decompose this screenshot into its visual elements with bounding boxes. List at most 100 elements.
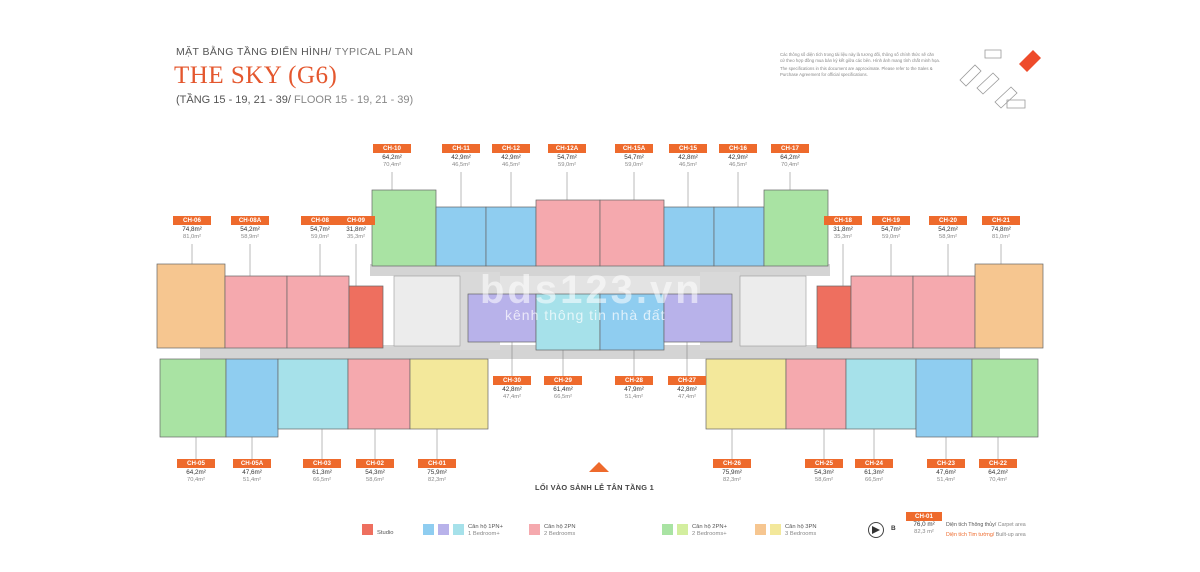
built-up-area: 70,4m² <box>186 477 206 483</box>
unit-ch-22 <box>971 358 1039 438</box>
studio-swatch <box>362 524 373 535</box>
unit-ch-20 <box>912 275 976 349</box>
unit-id: CH-18 <box>824 216 862 225</box>
carpet-area: 42,9m² <box>451 154 471 161</box>
carpet-area: 42,8m² <box>678 154 698 161</box>
key-map-icon <box>959 49 1041 109</box>
plan-subtitle-vi: MẶT BẰNG TẦNG ĐIỂN HÌNH/ <box>176 46 332 58</box>
built-up-area: 59,0m² <box>881 234 901 240</box>
carpet-area: 54,7m² <box>881 226 901 233</box>
carpet-area: 42,8m² <box>502 386 522 393</box>
unit-id: CH-24 <box>855 459 893 468</box>
unit-ch-26 <box>705 358 787 430</box>
carpet-area: 31,8m² <box>346 226 366 233</box>
carpet-area: 42,9m² <box>728 154 748 161</box>
unit-id: CH-20 <box>929 216 967 225</box>
unit-ch-15a <box>599 199 665 267</box>
floors-range: (TẦNG 15 - 19, 21 - 39/ FLOOR 15 - 19, 2… <box>176 94 413 106</box>
entrance-arrow-icon <box>589 462 609 472</box>
built-up-area: 47,4m² <box>502 394 522 400</box>
built-up-area: 70,4m² <box>382 162 402 168</box>
unit-ch-25 <box>785 358 847 430</box>
carpet-area-legend-vi: Diện tích Thông thủy/ <box>946 522 997 528</box>
built-up-area: 70,4m² <box>988 477 1008 483</box>
unit-ch-08a <box>224 275 288 349</box>
unit-id: CH-21 <box>982 216 1020 225</box>
unit-ch-18 <box>816 285 852 349</box>
disclaimer-en: The specifications in this document are … <box>780 66 933 77</box>
carpet-area-legend-en: Carpet area <box>996 522 1026 528</box>
unit-ch-21 <box>974 263 1044 349</box>
built-up-area: 58,6m² <box>814 477 834 483</box>
built-up-area: 47,4m² <box>677 394 697 400</box>
legend-1br-vi: Căn hộ 1PN+ <box>468 524 503 530</box>
unit-ch-12a <box>535 199 601 267</box>
unit-id: CH-22 <box>979 459 1017 468</box>
carpet-area: 64,2m² <box>186 469 206 476</box>
carpet-area: 61,4m² <box>553 386 573 393</box>
carpet-area: 54,7m² <box>310 226 330 233</box>
unit-ch-19 <box>850 275 914 349</box>
built-up-area: 58,6m² <box>365 477 385 483</box>
built-up-area-legend: Diện tích Tim tường/ Built-up area <box>946 532 1026 538</box>
unit-id: CH-05A <box>233 459 271 468</box>
unit-id: CH-01 <box>418 459 456 468</box>
carpet-area: 42,9m² <box>501 154 521 161</box>
legend-2brplus-en: 2 Bedrooms+ <box>692 530 727 537</box>
carpet-area-legend: Diện tích Thông thủy/ Carpet area <box>946 522 1026 528</box>
floors-en: FLOOR 15 - 19, 21 - 39) <box>290 94 414 106</box>
carpet-area: 74,8m² <box>182 226 202 233</box>
lift-lobby <box>500 276 700 294</box>
built-up-area: 66,5m² <box>553 394 573 400</box>
unit-id: CH-12A <box>548 144 586 153</box>
unit-ch-23 <box>915 358 973 438</box>
area-legend-sample: CH-01 76,0 m² 82,3 m² <box>906 512 942 536</box>
built-up-area: 58,9m² <box>240 234 260 240</box>
carpet-area: 64,2m² <box>780 154 800 161</box>
carpet-area: 61,3m² <box>312 469 332 476</box>
2brplus-swatch-b <box>677 524 688 535</box>
sample-unit-id: CH-01 <box>906 512 942 521</box>
built-up-area: 51,4m² <box>936 477 956 483</box>
built-up-area: 46,5m² <box>728 162 748 168</box>
carpet-area: 54,2m² <box>938 226 958 233</box>
3br-swatch-b <box>770 524 781 535</box>
unit-ch-06 <box>156 263 226 349</box>
corridor-lower <box>200 345 1000 359</box>
unit-id: CH-25 <box>805 459 843 468</box>
2brplus-swatch <box>662 524 673 535</box>
unit-ch-29 <box>535 293 601 351</box>
compass-label: B <box>891 525 896 532</box>
carpet-area: 54,7m² <box>557 154 577 161</box>
unit-id: CH-02 <box>356 459 394 468</box>
carpet-area: 75,9m² <box>722 469 742 476</box>
unit-ch-01 <box>409 358 489 430</box>
legend-3br-en: 3 Bedrooms <box>785 530 817 537</box>
legend-studio: Studio <box>362 524 393 537</box>
built-up-area: 81,0m² <box>182 234 202 240</box>
unit-id: CH-27 <box>668 376 706 385</box>
carpet-area: 42,8m² <box>677 386 697 393</box>
carpet-area: 54,3m² <box>365 469 385 476</box>
legend-2br-vi: Căn hộ 2PN <box>544 524 576 530</box>
compass-icon <box>868 522 884 538</box>
watermark-main: bds123.vn <box>480 268 703 312</box>
built-up-area: 46,5m² <box>501 162 521 168</box>
